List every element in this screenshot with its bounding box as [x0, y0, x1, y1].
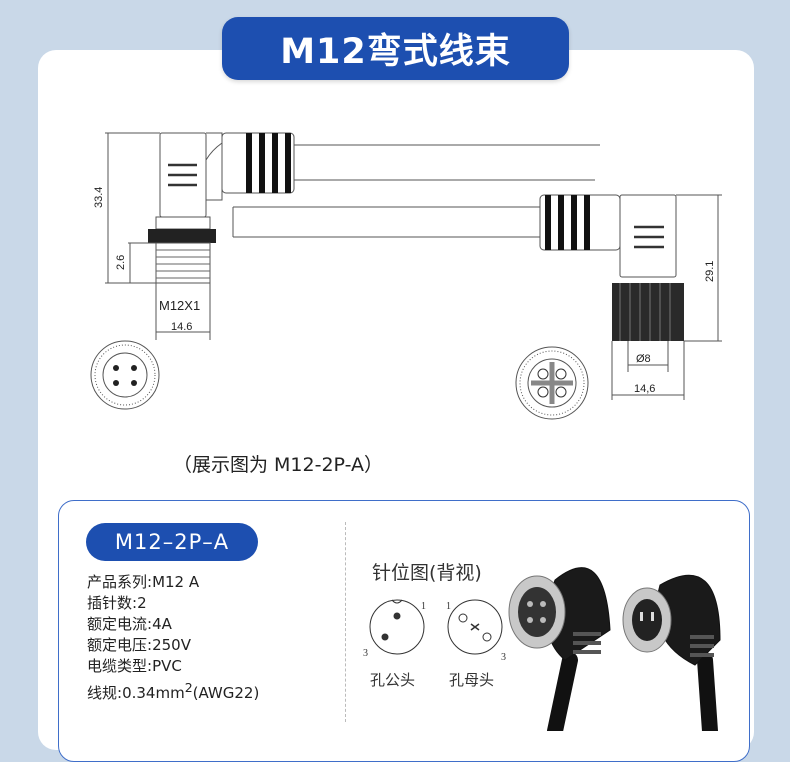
- thread-label: M12X1: [159, 298, 200, 313]
- left-nut-top: [155, 216, 211, 230]
- model-badge: M12–2P–A: [86, 523, 258, 561]
- dim-width-right: 14,6: [634, 383, 655, 395]
- spec-item: 额定电压:250V: [87, 636, 191, 654]
- pin-diagram-title: 针位图(背视): [372, 562, 482, 584]
- spec-list: 产品系列:M12 A 插针数:2 额定电流:4A 额定电压:250V 电缆类型:…: [87, 572, 259, 704]
- dashed-divider: [345, 522, 346, 722]
- dim-diameter-right: Ø8: [636, 353, 651, 365]
- right-strain-relief: [539, 194, 621, 251]
- male-label: 孔公头: [370, 671, 416, 689]
- dim-height-left: 33.4: [93, 187, 105, 208]
- page-title: M12弯式线束: [222, 17, 569, 80]
- left-thread: [155, 242, 211, 284]
- spec-item: 额定电流:4A: [87, 615, 172, 633]
- spec-item: 线规:0.34mm2(AWG22): [87, 680, 260, 702]
- right-connector-body: [619, 194, 677, 278]
- technical-drawing: 33.4 2.6 M12X1 14.6 29.1 Ø8 14,6: [90, 132, 722, 420]
- male-face: [369, 599, 425, 655]
- female-pin-1: 1: [446, 601, 451, 612]
- female-label: 孔母头: [449, 671, 495, 689]
- female-pin-3: 3: [501, 652, 506, 663]
- dim-width-left: 14.6: [171, 321, 192, 333]
- spec-item: 电缆类型:PVC: [87, 657, 182, 675]
- product-photo: [508, 567, 721, 731]
- dim-height-right: 29.1: [704, 261, 716, 282]
- right-knurled-nut: [612, 283, 684, 341]
- left-strain-relief: [221, 132, 295, 194]
- male-pin-3: 3: [363, 648, 368, 659]
- spec-item: 产品系列:M12 A: [87, 573, 200, 591]
- male-pin-1: 1: [421, 601, 426, 612]
- dim-thread-length: 2.6: [115, 255, 127, 270]
- spec-item: 插针数:2: [87, 594, 147, 612]
- caption: （展示图为 M12-2P-A）: [173, 454, 384, 476]
- female-face: [447, 599, 503, 655]
- pin-diagrams: 1 3 1 3: [363, 599, 506, 663]
